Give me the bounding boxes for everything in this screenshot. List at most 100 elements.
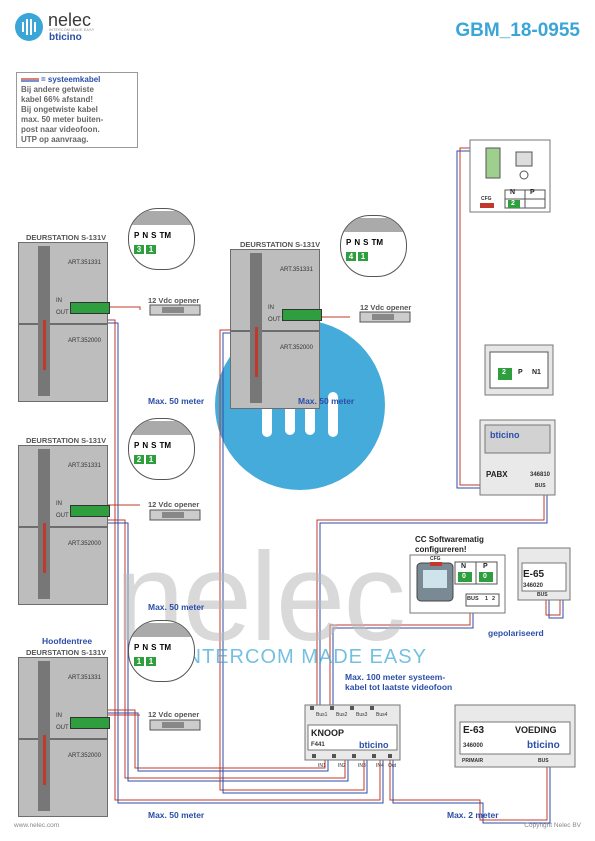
door-openers <box>149 304 411 731</box>
brand-slogan: INTERCOM MADE EASY <box>49 28 95 32</box>
softconfig-n-label: N <box>461 563 467 570</box>
videophone-cfg-label: CFG <box>481 196 492 202</box>
door-station-4: DEURSTATION S-131V ART.351331 ART.352000… <box>18 645 118 817</box>
max2-label: Max. 2 meter <box>447 810 499 820</box>
module-out-label: OUT <box>56 310 69 316</box>
module-in-label: IN <box>268 305 274 311</box>
e63-name: E-63 <box>463 725 485 736</box>
terminal-strip <box>282 309 322 321</box>
knoop-in-1: IN1 <box>318 763 326 769</box>
station-panel-bottom <box>18 324 108 402</box>
module-code: ART.351331 <box>68 463 101 469</box>
e63-brand: bticino <box>527 740 560 751</box>
dip-header-n: N <box>142 643 149 652</box>
dip-header-n: N <box>142 441 149 450</box>
note-line: post naar videofoon. <box>21 125 100 134</box>
e65-code: 346020 <box>523 583 544 589</box>
brand-partner: bticino <box>49 32 82 43</box>
softconfig-p-value: 0 <box>483 573 487 580</box>
module-code: ART.352000 <box>68 753 101 759</box>
distance-label: Max. 50 meter <box>148 396 205 406</box>
dip-header-p: P <box>346 238 352 247</box>
opener-label: 12 Vdc opener <box>148 500 200 509</box>
dip-value-n: 1 <box>146 455 156 464</box>
softconfig-bus-label: BUS <box>467 596 479 602</box>
station-panel-bottom <box>18 527 108 605</box>
dip-header-tm: TM <box>159 441 172 450</box>
knoop-unit <box>304 704 401 761</box>
document-number: GBM_18-0955 <box>455 20 580 41</box>
distance-label: Max. 50 meter <box>298 396 355 406</box>
softconfig-note-1: CC Softwarematig <box>415 535 484 544</box>
knoop-bus-3: Bus3 <box>356 712 368 718</box>
videophone-unit <box>469 139 551 213</box>
station-red-cable <box>43 735 46 785</box>
knoop-bus-1: Bus1 <box>316 712 328 718</box>
knoop-in-3: IN3 <box>358 763 366 769</box>
knoop-in-2: IN2 <box>338 763 346 769</box>
main-entrance-caption: Hoofdentree <box>42 636 93 646</box>
max100-label-2: kabel tot laatste videofoon <box>345 682 453 692</box>
station-title: DEURSTATION S-131V <box>26 436 107 445</box>
website-link[interactable]: www.nelec.com <box>14 822 60 829</box>
dip-header-n: N <box>142 231 149 240</box>
e65-polarised-note: gepolariseerd <box>488 628 544 638</box>
pabx-bus-label: BUS <box>535 483 546 489</box>
videophone-p-label: P <box>530 189 535 196</box>
watermark-slogan: INTERCOM MADE EASY <box>180 646 427 668</box>
softconfig-bus-2: 2 <box>492 596 496 602</box>
dip-value-n: 1 <box>146 245 156 254</box>
station-panel-bottom <box>230 331 320 409</box>
knoop-bus-2: Bus2 <box>336 712 348 718</box>
knoop-name: KNOOP <box>311 728 345 738</box>
module-code: ART.352000 <box>68 541 101 547</box>
dip-header-s: S <box>151 643 157 652</box>
dip-header-tm: TM <box>159 643 172 652</box>
softconfig-p-label: P <box>483 563 488 570</box>
module-in-label: IN <box>56 501 62 507</box>
dip-header-s: S <box>151 441 157 450</box>
knoop-out: Out <box>388 763 397 769</box>
module-in-label: IN <box>56 713 62 719</box>
e65-bus-label: BUS <box>537 592 548 598</box>
distance-label: Max. 50 meter <box>148 810 205 820</box>
module-code: ART.351331 <box>68 260 101 266</box>
station-title: DEURSTATION S-131V <box>26 233 107 242</box>
dip-value-n: 1 <box>358 252 368 261</box>
e63-bus-label: BUS <box>538 758 549 764</box>
copyright-text: Copyright Nelec BV <box>524 822 581 829</box>
brand-name: nelec <box>48 10 92 30</box>
dip-value-p: 1 <box>134 657 144 666</box>
pabx-code: 346810 <box>530 472 551 478</box>
module-code: ART.351331 <box>68 675 101 681</box>
door-station-1: DEURSTATION S-131V ART.351331 ART.352000… <box>18 230 118 402</box>
dip-value-p: 3 <box>134 245 144 254</box>
dip-header-tm: TM <box>159 231 172 240</box>
station-title: DEURSTATION S-131V <box>26 648 107 657</box>
softconfig-bus-1: 1 <box>485 596 489 602</box>
dip-header-p: P <box>134 643 140 652</box>
e65-unit <box>517 547 571 601</box>
module-code: ART.352000 <box>68 338 101 344</box>
station-title: DEURSTATION S-131V <box>240 240 321 249</box>
system-cables <box>105 147 564 824</box>
e63-code: 346000 <box>463 743 484 749</box>
dip-header-s: S <box>151 231 157 240</box>
module-code: ART.351331 <box>280 267 313 273</box>
videophone-n-label: N <box>510 189 516 196</box>
module-out-label: OUT <box>268 317 281 323</box>
terminal-strip <box>70 717 110 729</box>
softconfig-cfg-label: CFG <box>430 556 441 562</box>
e63-label: VOEDING <box>515 725 557 735</box>
e63-unit <box>454 704 576 768</box>
module-out-label: OUT <box>56 725 69 731</box>
note-line: kabel 66% afstand! <box>21 95 94 104</box>
softconfig-note-2: configureren! <box>415 545 467 554</box>
systemcable-legend-icon <box>21 78 39 82</box>
pabx-name: PABX <box>486 470 508 479</box>
dip-header-tm: TM <box>371 238 384 247</box>
